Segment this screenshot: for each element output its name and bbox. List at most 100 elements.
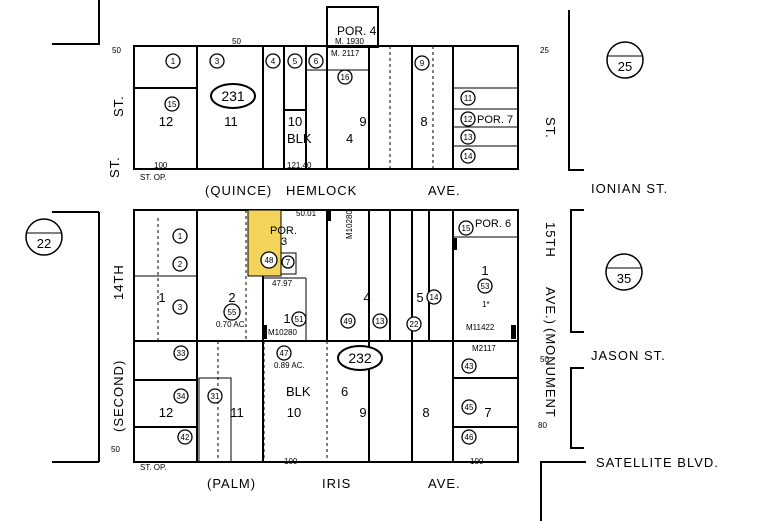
parcel-circle[interactable]: 48: [260, 251, 278, 269]
parcel-circle[interactable]: 5: [287, 53, 303, 69]
block-6-labels: 1 2 1 4 5 1 7 12 11 10 9 8 BLK 6 POR. 3 …: [158, 210, 511, 420]
svg-text:12: 12: [464, 115, 473, 124]
marker: [327, 210, 331, 221]
parcel-circle[interactable]: 3: [172, 299, 188, 315]
svg-text:48: 48: [265, 256, 274, 265]
acreage: 0.89 AC.: [274, 361, 305, 370]
parcel-circle[interactable]: 33: [173, 345, 189, 361]
svg-text:47: 47: [280, 349, 289, 358]
svg-text:55: 55: [228, 308, 237, 317]
svg-text:46: 46: [465, 433, 474, 442]
street-iris: IRIS: [322, 476, 351, 491]
por-label: POR.: [270, 225, 297, 237]
parcel-circle[interactable]: 51: [291, 311, 307, 327]
parcel-circle[interactable]: 4: [265, 53, 281, 69]
svg-text:50: 50: [232, 37, 241, 46]
street-quince: (QUINCE): [205, 183, 272, 198]
parcel-circle[interactable]: 34: [173, 388, 189, 404]
lot-note: 1*: [482, 300, 490, 309]
svg-text:25: 25: [618, 59, 632, 74]
parcel-circle[interactable]: 16: [337, 69, 353, 85]
street-st-right-top: ST.: [543, 117, 558, 139]
parcel-circle[interactable]: 15: [458, 220, 474, 236]
parcel-circle[interactable]: 45: [461, 399, 477, 415]
svg-text:14: 14: [430, 293, 439, 302]
parcel-circle[interactable]: 42: [177, 429, 193, 445]
svg-text:100: 100: [154, 161, 168, 170]
svg-text:43: 43: [465, 362, 474, 371]
parcel-circle[interactable]: 47: [276, 345, 292, 361]
lot-number: 10: [287, 405, 301, 420]
page-ref-231[interactable]: 231: [210, 83, 256, 109]
page-ref-35[interactable]: 35: [605, 253, 643, 291]
svg-text:3: 3: [178, 303, 183, 312]
svg-text:5: 5: [293, 57, 298, 66]
svg-text:25: 25: [540, 46, 549, 55]
svg-text:34: 34: [177, 392, 186, 401]
svg-text:33: 33: [177, 349, 186, 358]
parcel-circle[interactable]: 46: [461, 429, 477, 445]
map-ref: M10280: [345, 210, 354, 239]
parcel-circle[interactable]: 15: [164, 96, 180, 112]
parcel-circle[interactable]: 11: [460, 90, 476, 106]
parcel-circle[interactable]: 1: [165, 53, 181, 69]
parcel-circle[interactable]: 13: [460, 129, 476, 145]
lot-number: 4: [363, 290, 370, 305]
parcel-circle[interactable]: 55: [223, 303, 241, 321]
block-label: BLK: [287, 131, 312, 146]
lot-number: 1: [283, 311, 290, 326]
svg-text:231: 231: [221, 88, 245, 104]
svg-text:1: 1: [171, 57, 176, 66]
block-6: [133, 209, 519, 463]
lot-number: 8: [422, 405, 429, 420]
lot-number: 9: [359, 405, 366, 420]
svg-text:9: 9: [420, 59, 425, 68]
marker: [453, 238, 457, 250]
parcel-circle[interactable]: 14: [426, 289, 442, 305]
por7-label: POR. 7: [477, 114, 513, 126]
page-ref-232[interactable]: 232: [337, 345, 383, 371]
parcel-circle[interactable]: 2: [172, 256, 188, 272]
svg-text:22: 22: [37, 236, 51, 251]
street-ave-right: AVE.): [543, 287, 558, 325]
svg-text:47.97: 47.97: [272, 279, 293, 288]
svg-text:80: 80: [538, 421, 547, 430]
parcel-circle[interactable]: 14: [460, 148, 476, 164]
parcel-circle[interactable]: 9: [414, 55, 430, 71]
svg-text:45: 45: [465, 403, 474, 412]
page-ref-25[interactable]: 25: [606, 41, 644, 79]
parcel-circle[interactable]: 1: [172, 228, 188, 244]
parcel-circle[interactable]: 43: [461, 358, 477, 374]
svg-text:13: 13: [376, 317, 385, 326]
block-4-parcels: 1 3 4 5 6 16 9 11 12 13 14 15: [164, 53, 476, 164]
map-ref: M10280: [268, 328, 297, 337]
lot-number: 11: [224, 114, 238, 129]
page-ref-22[interactable]: 22: [25, 218, 63, 256]
parcel-circle[interactable]: 53: [477, 278, 493, 294]
map-ref: M11422: [466, 323, 495, 332]
parcel-circle[interactable]: 49: [340, 313, 356, 329]
street-hemlock-suffix: AVE.: [428, 183, 461, 198]
lot-number: 7: [484, 405, 491, 420]
parcel-circle[interactable]: 22: [406, 316, 422, 332]
parcel-circle[interactable]: 7: [281, 255, 295, 269]
lot-number: 8: [420, 114, 427, 129]
svg-text:50: 50: [540, 355, 549, 364]
parcel-circle[interactable]: 12: [460, 111, 476, 127]
por6-label: POR. 6: [475, 218, 511, 230]
street-hemlock: HEMLOCK: [286, 183, 357, 198]
svg-text:35: 35: [617, 271, 631, 286]
street-palm: (PALM): [207, 476, 256, 491]
parcel-circle[interactable]: 31: [207, 388, 223, 404]
svg-text:3: 3: [215, 57, 220, 66]
street-15th: 15TH: [543, 222, 558, 258]
svg-text:4: 4: [271, 57, 276, 66]
street-st-left-bottom: ST.: [107, 156, 122, 178]
parcel-circle[interactable]: 13: [372, 313, 388, 329]
parcel-circle[interactable]: 3: [209, 53, 225, 69]
street-st-left-top: ST.: [111, 95, 126, 117]
svg-text:50: 50: [111, 445, 120, 454]
lot-number: 5: [416, 290, 423, 305]
parcel-circle[interactable]: 6: [308, 53, 324, 69]
